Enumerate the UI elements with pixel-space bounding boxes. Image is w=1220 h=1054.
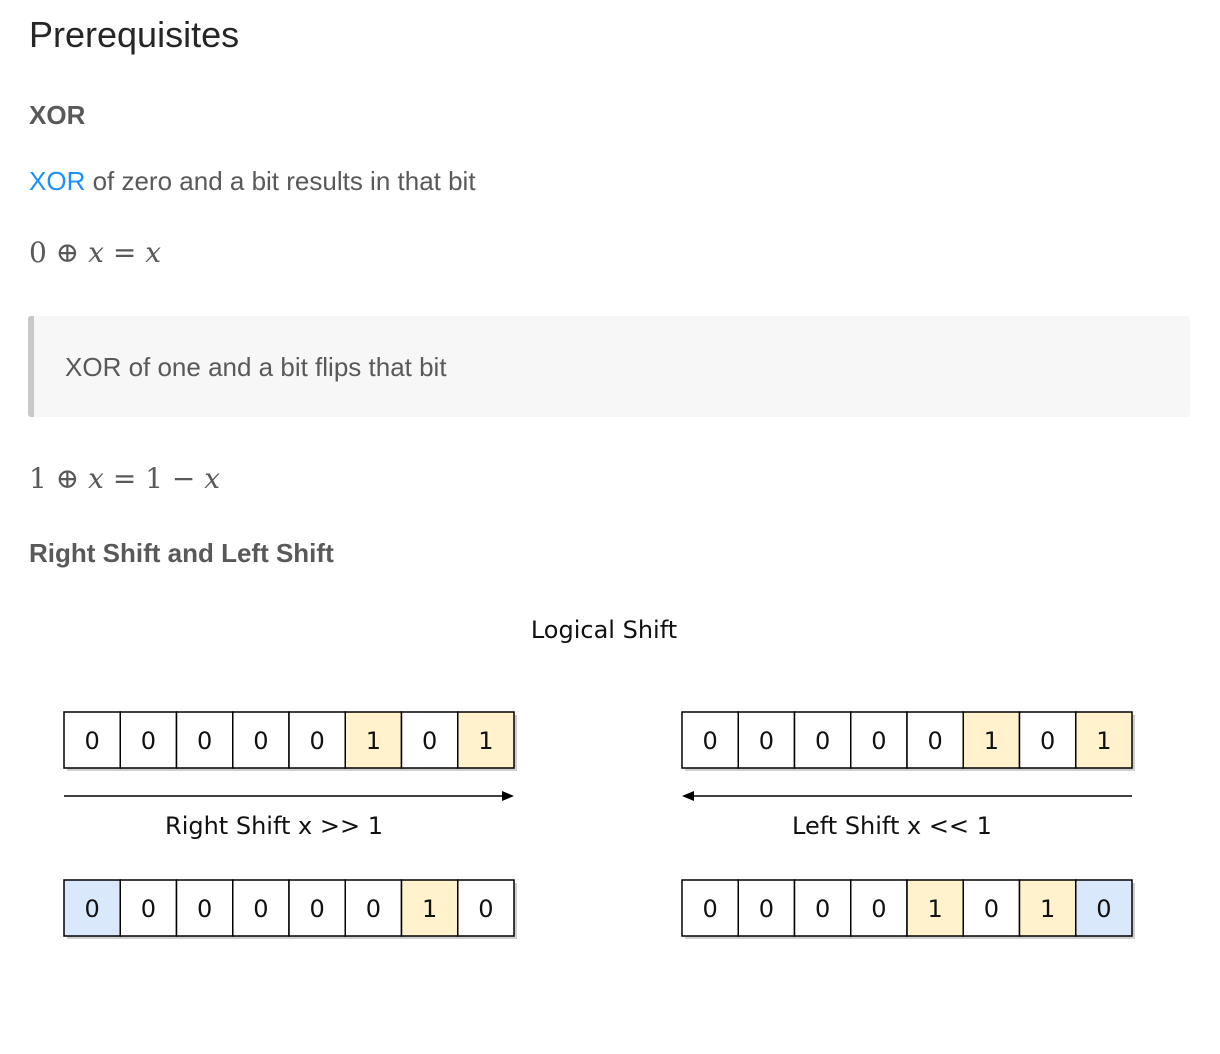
bit-value: 0 [871, 727, 886, 755]
bit-value: 1 [1040, 895, 1055, 923]
eq1-x: x [88, 236, 104, 269]
bit-value: 0 [759, 727, 774, 755]
eq2-x: x [88, 462, 104, 495]
bit-value: 0 [871, 895, 886, 923]
xor-link[interactable]: XOR [29, 166, 86, 196]
bit-cell [962, 879, 1021, 937]
bit-value: 1 [984, 727, 999, 755]
xor-heading: XOR [29, 100, 86, 130]
xor-paragraph: XOR of zero and a bit results in that bi… [29, 166, 476, 197]
bit-cell [1018, 711, 1077, 769]
bit-value: 0 [815, 895, 830, 923]
bit-cell [175, 711, 234, 769]
bit-value: 0 [366, 895, 381, 923]
bit-cell [175, 879, 234, 937]
xor-zero-equation: 0 ⊕ x = x [29, 236, 161, 269]
right-shift-before-row: 0 0 0 0 0 1 0 1 [63, 711, 517, 771]
diagram-title: Logical Shift [531, 616, 677, 644]
bit-value: 0 [309, 895, 324, 923]
right-arrowhead-icon [502, 791, 514, 801]
bit-value: 0 [815, 727, 830, 755]
bit-cell [1075, 711, 1133, 769]
bit-value: 0 [84, 727, 99, 755]
bit-cell [63, 711, 121, 769]
bit-cell [457, 879, 515, 937]
bit-value: 1 [366, 727, 381, 755]
bit-cell [119, 879, 178, 937]
bit-cell [344, 879, 403, 937]
left-shift-after-row: 0 0 0 0 1 0 1 0 [681, 879, 1135, 939]
bit-value: 0 [141, 727, 156, 755]
left-shift-before-row: 0 0 0 0 0 1 0 1 [681, 711, 1135, 771]
bit-cell [232, 711, 290, 769]
eq1-equals: = [112, 236, 137, 269]
xor-paragraph-text: of zero and a bit results in that bit [85, 166, 476, 196]
eq1-zero: 0 [29, 236, 47, 269]
bit-value: 0 [702, 895, 717, 923]
bit-cell [793, 879, 852, 937]
bit-value: 0 [927, 727, 942, 755]
bit-cell [737, 879, 796, 937]
eq2-rhs-x: x [204, 462, 221, 495]
logical-shift-diagram: Logical Shift 0 0 0 0 0 1 0 1 0 0 0 0 0 0 1 0 0 0 0 0 0 1 0 1… [63, 616, 1135, 939]
bit-value: 0 [141, 895, 156, 923]
eq1-xor-op: ⊕ [55, 236, 80, 269]
bit-cell [457, 711, 515, 769]
left-arrowhead-icon [682, 791, 694, 801]
bit-cell [1075, 879, 1133, 937]
bit-value: 0 [984, 895, 999, 923]
bit-value: 0 [422, 727, 437, 755]
bit-cell [232, 879, 290, 937]
bit-value: 0 [478, 895, 493, 923]
bit-value: 0 [253, 727, 268, 755]
bit-cell [288, 711, 346, 769]
eq2-equals: = [112, 462, 137, 495]
xor-one-equation: 1 ⊕ x = 1 − x [29, 462, 220, 495]
bit-cell [681, 711, 739, 769]
bit-value: 0 [197, 727, 212, 755]
bit-value: 0 [84, 895, 99, 923]
bit-value: 0 [197, 895, 212, 923]
bit-value: 1 [1096, 727, 1111, 755]
eq2-one: 1 [29, 462, 47, 495]
bit-value: 0 [309, 727, 324, 755]
bit-cell [906, 879, 964, 937]
bit-value: 0 [1040, 727, 1055, 755]
bit-cell [344, 711, 403, 769]
bit-value: 1 [478, 727, 493, 755]
right-shift-after-row: 0 0 0 0 0 0 1 0 [63, 879, 517, 939]
xor-blockquote-text: XOR of one and a bit flips that bit [65, 352, 447, 382]
shift-heading: Right Shift and Left Shift [29, 538, 334, 568]
xor-blockquote: XOR of one and a bit flips that bit [28, 316, 1190, 417]
bit-value: 0 [253, 895, 268, 923]
bit-value: 1 [422, 895, 437, 923]
bit-cell [737, 711, 796, 769]
bit-cell [119, 711, 178, 769]
right-shift-label: Right Shift x >> 1 [165, 812, 383, 840]
left-shift-label: Left Shift x << 1 [792, 812, 992, 840]
eq1-result: x [145, 236, 161, 269]
bit-cell [1018, 879, 1077, 937]
bit-value: 1 [927, 895, 942, 923]
bit-cell [962, 711, 1021, 769]
eq2-minus: − [171, 462, 196, 495]
bit-cell [288, 879, 346, 937]
bit-value: 0 [759, 895, 774, 923]
bit-value: 0 [702, 727, 717, 755]
eq2-xor-op: ⊕ [55, 462, 80, 495]
eq2-rhs-one: 1 [145, 462, 164, 495]
bit-cell [793, 711, 852, 769]
bit-cell [906, 711, 964, 769]
bit-value: 0 [1096, 895, 1111, 923]
bit-cell [63, 879, 121, 937]
page-title: Prerequisites [29, 14, 240, 55]
